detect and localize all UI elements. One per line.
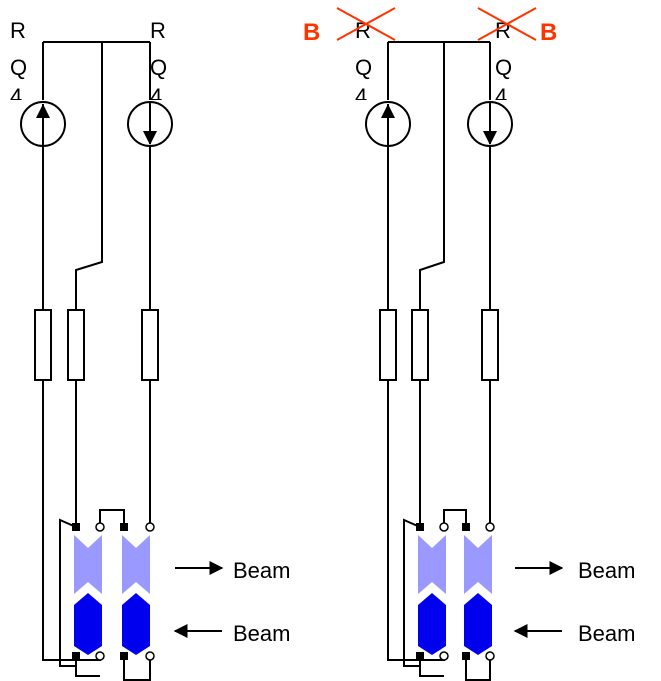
right-wire [403, 518, 421, 667]
left-beam-upper-label: Beam [233, 558, 290, 583]
right-terminal-open [439, 651, 449, 661]
right-pad-upper-1 [418, 535, 446, 594]
left-resistor-3 [141, 309, 159, 381]
svg-text:4: 4 [355, 84, 367, 109]
right-wire [419, 42, 445, 310]
left-pad-upper-2 [122, 535, 150, 594]
left-wire [123, 656, 151, 681]
arrow-up-icon [36, 104, 50, 146]
left-terminal-filled [72, 652, 80, 660]
arrow-down-icon [143, 102, 157, 145]
arrow-down-icon [483, 102, 497, 145]
right-prefix-left: B [303, 19, 320, 46]
right-wire [443, 509, 467, 527]
left-top-left-label-line1: R [10, 18, 26, 43]
left-terminal-filled [72, 523, 80, 531]
right-resistor-3 [481, 309, 499, 381]
left-wire [75, 656, 100, 677]
left-top-left-label-line2: Q [10, 55, 27, 80]
right-top-right-label-line3: 4 [495, 84, 507, 109]
left-terminal-filled [120, 652, 128, 660]
left-terminal-open [95, 522, 105, 532]
left-terminal-open [95, 651, 105, 661]
right-prefix-right: B [540, 19, 557, 46]
left-beam-lower-label: Beam [233, 621, 290, 646]
left-wire [75, 42, 103, 310]
right-terminal-filled [462, 652, 470, 660]
right-circuit: B B R Q 4 R Q 4 [303, 7, 635, 681]
right-top-left-label-line3: 4 [355, 84, 367, 109]
left-top-right-label-line2: Q [150, 55, 167, 80]
left-pad-lower-1 [74, 593, 102, 655]
right-beam-lower-label: Beam [578, 621, 635, 646]
left-terminal-filled [120, 523, 128, 531]
left-top-right-label-line1: R [150, 18, 166, 43]
right-terminal-filled [462, 523, 470, 531]
right-wire [465, 656, 491, 681]
right-top-right-label-line2: Q [495, 55, 512, 80]
left-top-left-label-line3: 4 [10, 84, 22, 109]
right-wire [419, 656, 444, 677]
right-pad-lower-1 [418, 593, 446, 655]
right-terminal-open [439, 522, 449, 532]
right-top-left-label-line2: Q [355, 55, 372, 80]
right-pad-lower-2 [464, 593, 492, 655]
right-terminal-filled [416, 652, 424, 660]
svg-text:4: 4 [495, 84, 507, 109]
arrow-up-icon [381, 104, 395, 146]
left-wire [99, 509, 125, 527]
left-wire [59, 518, 77, 667]
left-terminal-open [145, 522, 155, 532]
right-pad-upper-2 [464, 535, 492, 594]
left-pad-upper-1 [74, 535, 102, 594]
svg-text:4: 4 [10, 84, 22, 109]
cross-out-icon [477, 7, 537, 41]
left-terminal-open [145, 651, 155, 661]
left-resistor-1 [34, 309, 52, 381]
right-resistor-2 [411, 309, 429, 381]
left-resistor-2 [67, 309, 85, 381]
right-terminal-open [485, 522, 495, 532]
left-circuit: R Q 4 R Q 4 [10, 18, 290, 681]
right-terminal-filled [416, 523, 424, 531]
svg-text:4: 4 [150, 84, 162, 109]
left-top-right-label-line3: 4 [150, 84, 162, 109]
right-beam-upper-label: Beam [578, 558, 635, 583]
right-terminal-open [485, 651, 495, 661]
right-resistor-1 [379, 309, 397, 381]
left-pad-lower-2 [122, 593, 150, 655]
cross-out-icon [336, 7, 396, 41]
